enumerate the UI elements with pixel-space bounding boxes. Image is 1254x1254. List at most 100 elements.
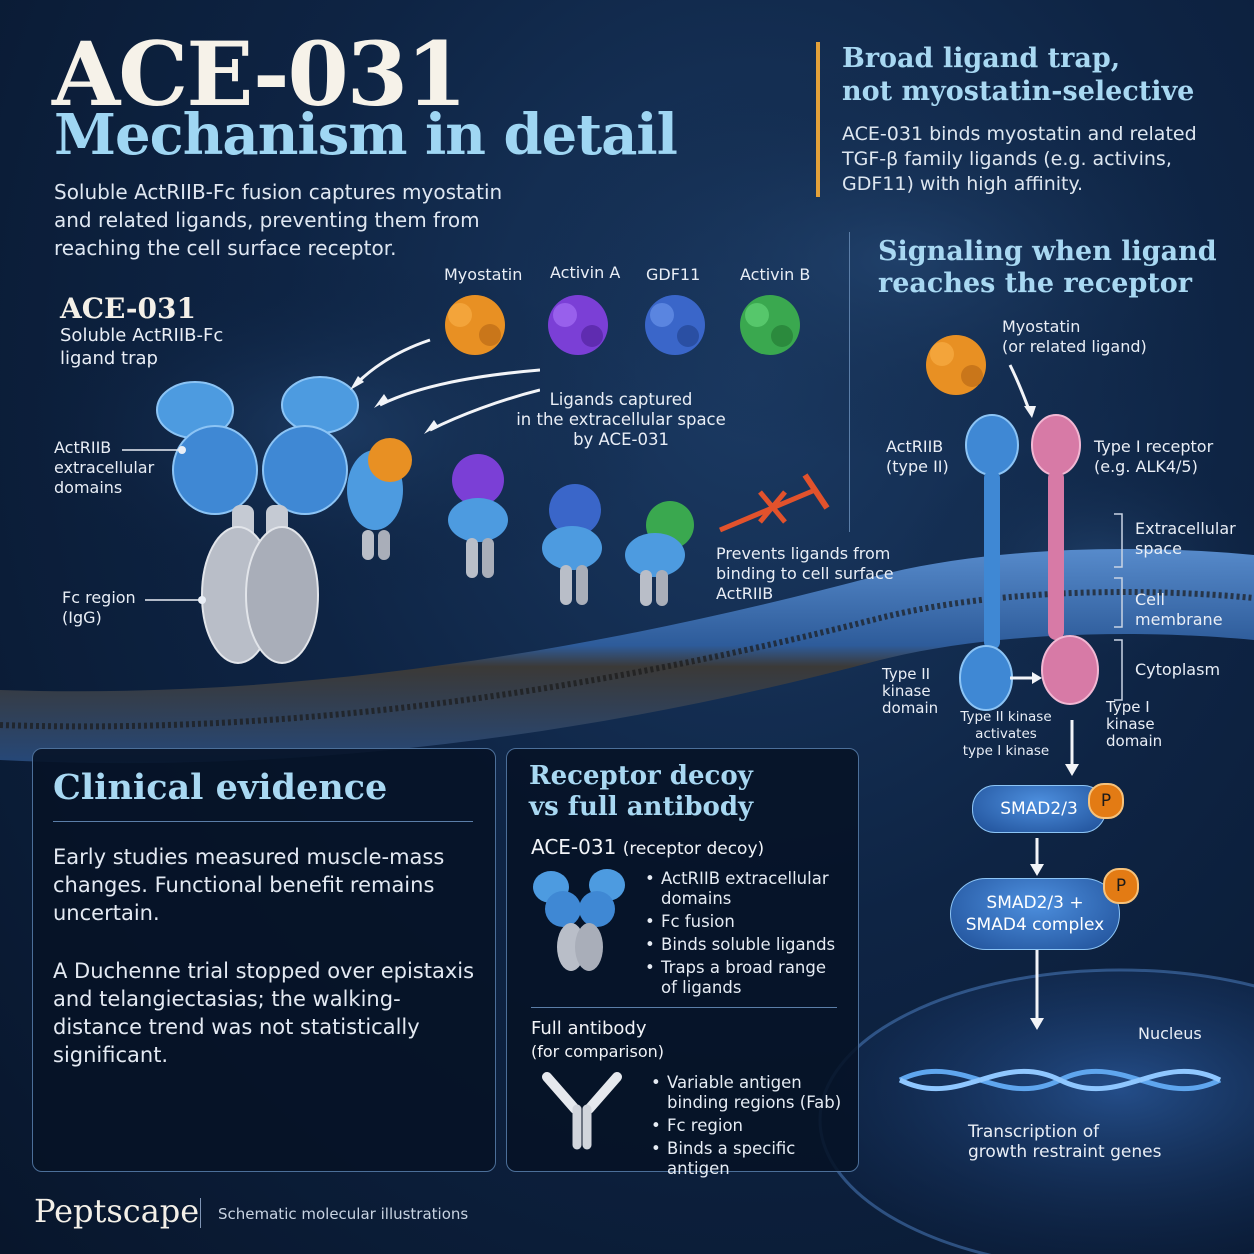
type1-receptor-label: Type I receptor (e.g. ALK4/5) [1094,437,1213,477]
captured-ligand-complexes [347,438,694,606]
page-title: ACE-031 [52,22,467,126]
smad-complex-line1: SMAD2/3 + [986,893,1084,913]
cell-membrane-band [0,549,1254,764]
complex-activin-b [625,501,694,606]
ligand-label-gdf11: GDF11 [646,265,701,284]
phospho-badge-2: P [1103,868,1139,904]
type1-kinase-label: Type I kinase domain [1106,699,1162,750]
capture-note-line2: in the extracellular space [516,410,726,429]
type1-kinase [1041,635,1099,705]
ace-point: ActRIIB extracellular domains [645,869,845,909]
trap-name: ACE-031 [60,292,196,325]
prevent-note-line1: Prevents ligands from [716,544,891,563]
fc-right [245,526,319,664]
k2-line3: domain [882,699,939,717]
zone-extracellular: Extracellular space [1135,519,1236,559]
actriib-ecd [965,414,1019,476]
k1-line3: domain [1106,732,1163,750]
smad-complex-node: SMAD2/3 + SMAD4 complex [950,878,1120,950]
signaling-ligand-line1: Myostatin [1002,317,1081,336]
label-fc-1: Fc region [62,588,136,607]
capture-note-line1: Ligands captured [549,390,693,409]
gdf11-ligand [645,295,705,355]
zone-cytoplasm: Cytoplasm [1135,660,1221,679]
act-line1: Type II kinase [960,709,1052,725]
capture-note-line3: by ACE-031 [573,430,669,449]
signaling-ligand-line2: (or related ligand) [1002,337,1147,356]
type2-receptor-label: ActRIIB (type II) [886,437,949,477]
section-divider [849,232,850,532]
ace-point: Binds soluble ligands [645,935,845,955]
callout-body: ACE-031 binds myostatin and related TGF-… [842,123,1197,195]
transcription-label: Transcription of growth restraint genes [968,1122,1161,1162]
label-ecd-2: extracellular [54,458,155,477]
ligand-label-activin-b: Activin B [740,265,811,284]
zone-brackets [1114,513,1123,701]
act-line3: type I kinase [962,743,1050,759]
trap-desc-line2: ligand trap [60,348,158,369]
label-ecd-1: ActRIIB [54,438,112,457]
zone-extra-1: Extracellular [1135,519,1236,538]
page-subtitle: Mechanism in detail [54,102,678,168]
clinical-title: Clinical evidence [53,767,388,808]
callout-title-line2: not myostatin-selective [842,76,1195,107]
signaling-title-line2: reaches the receptor [878,268,1193,299]
label-fc: Fc region (IgG) [62,588,136,628]
actriib-tm [984,470,1000,650]
tx-line2: growth restraint genes [968,1142,1162,1162]
decoy-title: Receptor decoy vs full antibody [529,761,753,823]
decoy-ab-heading: Full antibody (for comparison) [531,1017,664,1063]
type2-line1: ActRIIB [886,437,944,456]
ecd-left-lobe-bottom [172,425,258,515]
intro-text: Soluble ActRIIB-Fc fusion captures myost… [54,180,503,260]
clinical-evidence-panel: Clinical evidence Early studies measured… [32,748,496,1172]
ab-point: Binds a specific antigen [651,1139,851,1179]
blocked-binding-icon [719,473,830,533]
decoy-ab-qual: (for comparison) [531,1042,664,1061]
k1-line1: Type I [1106,698,1150,716]
decoy-ace-heading: ACE-031 (receptor decoy) [531,835,764,859]
kinase-activation-label: Type II kinase activates type I kinase [952,709,1060,760]
callout-broad-trap: Broad ligand trap, not myostatin-selecti… [816,42,1242,197]
prevent-note: Prevents ligands from binding to cell su… [716,544,894,604]
label-ecd-3: domains [54,478,123,497]
trap-desc-line1: Soluble ActRIIB-Fc [60,325,224,346]
k1-line2: kinase [1106,715,1155,733]
activin-a-ligand [548,295,608,355]
complex-activin-a [448,454,508,578]
myostatin-ligand [445,295,505,355]
tx-line1: Transcription of [968,1122,1100,1142]
zone-membrane: Cell membrane [1135,590,1223,629]
nucleus-label: Nucleus [1138,1024,1202,1043]
smad23-node: SMAD2/3 [972,785,1106,833]
prevent-note-line2: binding to cell surface [716,564,894,583]
act-line2: activates [975,726,1037,742]
clinical-paragraph-2: A Duchenne trial stopped over epistaxis … [53,959,475,1067]
decoy-ab-name: Full antibody [531,1018,647,1039]
smad-complex-line2: SMAD4 complex [965,915,1105,935]
clinical-paragraph-1: Early studies measured muscle-mass chang… [53,845,445,925]
ab-point: Fc region [651,1116,851,1136]
label-fc-2: (IgG) [62,608,102,627]
type1-line1: Type I receptor [1094,437,1214,456]
capture-arrows [350,338,540,434]
prevent-note-line3: ActRIIB [716,584,774,603]
signaling-title: Signaling when ligand reaches the recept… [878,236,1217,300]
type1-line2: (e.g. ALK4/5) [1094,457,1198,476]
decoy-ace-points: ActRIIB extracellular domains Fc fusion … [645,869,845,1001]
callout-title-line1: Broad ligand trap, [842,43,1121,74]
clinical-divider [53,821,473,822]
ecd-right-lobe-bottom [262,425,348,515]
type2-kinase-label: Type II kinase domain [882,666,938,717]
ligand-label-activin-a: Activin A [550,263,621,282]
decoy-ace-icon [533,869,625,971]
receptor-to-smad-arrow [1065,720,1079,776]
type2-line2: (type II) [886,457,949,476]
type1-ecd [1031,414,1081,476]
signaling-ligand-label: Myostatin (or related ligand) [1002,317,1147,357]
ace-point: Traps a broad range of ligands [645,958,845,998]
zone-extra-2: space [1135,539,1182,558]
trap-label-pointers [122,446,206,604]
decoy-title-line1: Receptor decoy [529,761,753,791]
complex-gdf11 [542,484,602,605]
